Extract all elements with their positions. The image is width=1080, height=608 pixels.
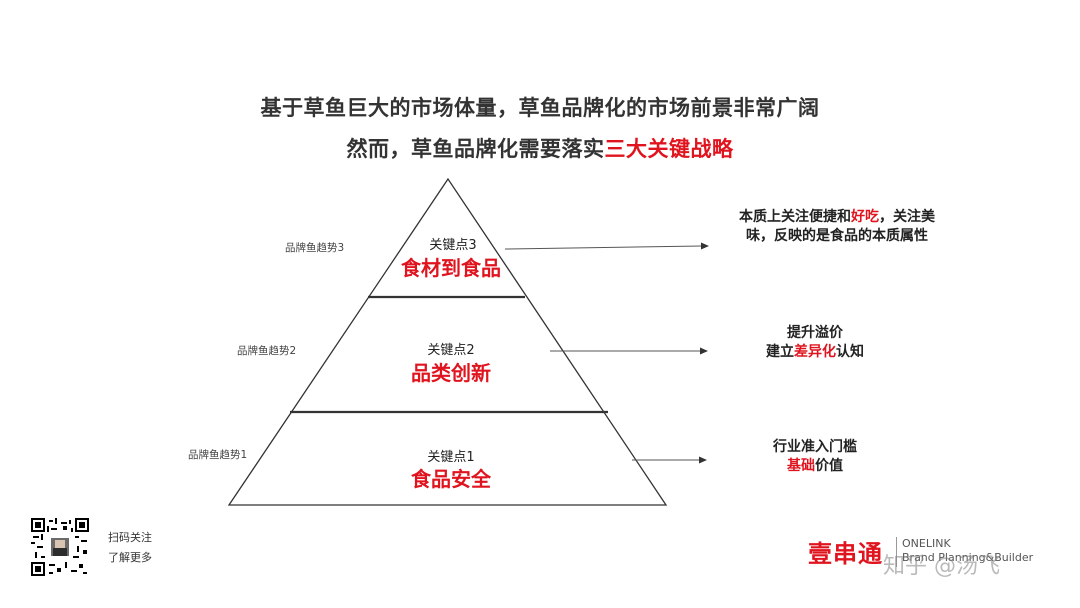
- qr-code[interactable]: [31, 518, 89, 576]
- note-2-highlight: 差异化: [794, 344, 836, 360]
- arrow-level-1: [632, 456, 707, 464]
- note-level-3: 本质上关注便捷和好吃，关注美 味，反映的是食品的本质属性: [712, 208, 962, 246]
- note-2-line2-post: 认知: [836, 344, 864, 360]
- note-3-line1-post: ，关注美: [879, 209, 935, 225]
- brand-logo-cn: 壹串通: [808, 540, 883, 568]
- key-point-2-label: 关键点2: [427, 343, 475, 358]
- arrow-level-2: [550, 347, 708, 355]
- trend-label-3: 品牌鱼趋势3: [285, 242, 345, 254]
- trend-label-1: 品牌鱼趋势1: [188, 449, 248, 461]
- brand-logo-en: ONELINK Brand Planning&Builder: [902, 537, 1033, 565]
- headline-line-2-text: 然而，草鱼品牌化需要落实: [346, 137, 605, 161]
- qr-caption-line-1: 扫码关注: [108, 531, 152, 544]
- key-point-3-label: 关键点3: [429, 238, 477, 253]
- note-3-line1-pre: 本质上关注便捷和: [739, 209, 851, 225]
- watermark: 知乎 @汤飞: [883, 554, 1000, 579]
- brand-logo-en-line-2: Brand Planning&Builder: [902, 551, 1034, 564]
- headline-highlight: 三大关键战略: [604, 137, 734, 161]
- key-point-3-title: 食材到食品: [401, 256, 501, 280]
- note-level-2: 提升溢价 建立差异化认知: [720, 324, 910, 362]
- headline-line-2: 然而，草鱼品牌化需要落实三大关键战略: [0, 133, 1080, 163]
- note-1-line1: 行业准入门槛: [773, 439, 857, 455]
- headline-line-1: 基于草鱼巨大的市场体量，草鱼品牌化的市场前景非常广阔: [260, 96, 820, 120]
- key-point-1-label: 关键点1: [427, 450, 475, 465]
- qr-caption-line-2: 了解更多: [108, 551, 152, 564]
- key-point-1-title: 食品安全: [411, 467, 491, 491]
- key-point-2-title: 品类创新: [411, 361, 491, 385]
- brand-logo-en-line-1: ONELINK: [902, 537, 951, 550]
- note-2-line1: 提升溢价: [787, 325, 843, 341]
- note-level-1: 行业准入门槛 基础价值: [735, 438, 895, 476]
- note-3-highlight: 好吃: [851, 209, 879, 225]
- note-1-line2-post: 价值: [815, 458, 843, 474]
- qr-caption: 扫码关注 了解更多: [108, 528, 152, 568]
- note-3-line2: 味，反映的是食品的本质属性: [746, 228, 928, 244]
- pyramid-outline: [227, 177, 668, 506]
- trend-label-2: 品牌鱼趋势2: [237, 345, 297, 357]
- note-2-line2-pre: 建立: [766, 344, 794, 360]
- arrow-level-3: [504, 242, 709, 250]
- brand-logo-divider: [896, 537, 897, 567]
- note-1-highlight: 基础: [787, 458, 815, 474]
